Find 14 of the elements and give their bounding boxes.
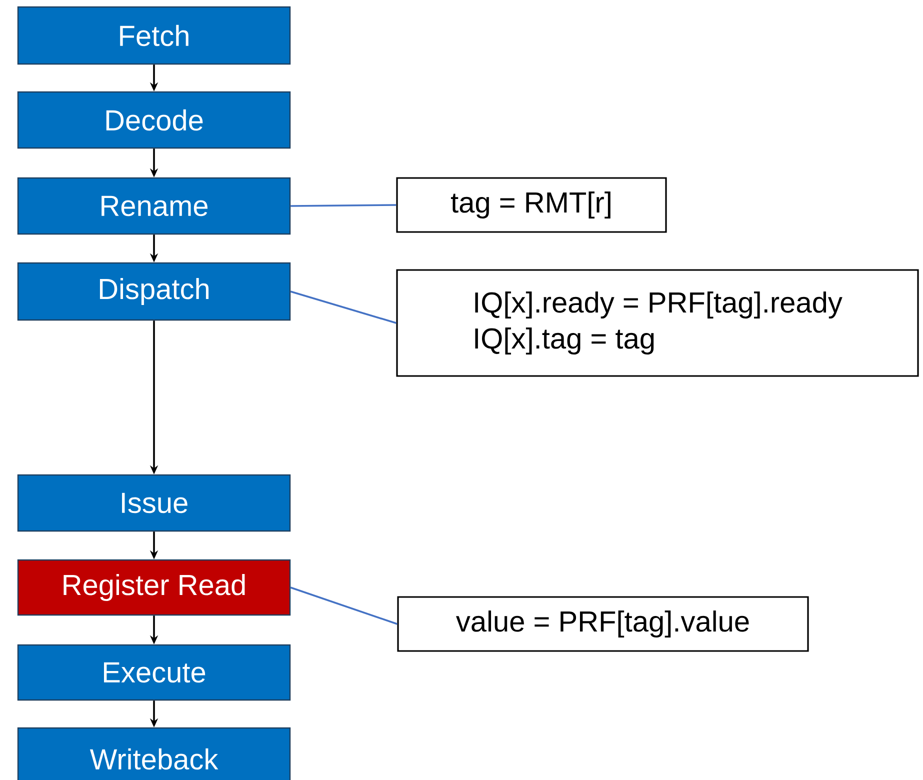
- pipeline-stage-box: Register Read: [17, 559, 291, 616]
- connector-line: [290, 290, 396, 324]
- pipeline-stage-box: Execute: [17, 644, 291, 701]
- note-box: value = PRF[tag].value: [397, 596, 809, 652]
- connector-line: [290, 204, 396, 207]
- note-box: tag = RMT[r]: [396, 177, 667, 233]
- pipeline-stage-box: Writeback: [17, 727, 291, 780]
- pipeline-stage-box: Decode: [17, 91, 291, 149]
- pipeline-stage-box: Issue: [17, 474, 291, 532]
- note-box: IQ[x].ready = PRF[tag].ready IQ[x].tag = tag: [396, 269, 919, 377]
- pipeline-stage-box: Rename: [17, 177, 291, 235]
- connector-line: [290, 586, 398, 625]
- pipeline-stage-box: Fetch: [17, 6, 291, 65]
- pipeline-stage-box: Dispatch: [17, 262, 291, 321]
